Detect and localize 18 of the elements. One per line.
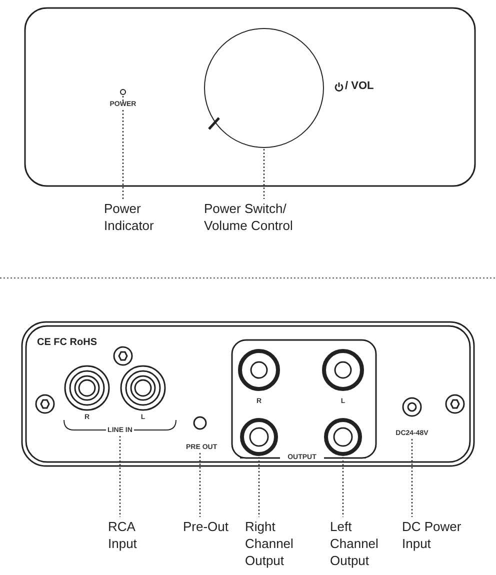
leader-line <box>119 436 121 517</box>
callout-text: Right Channel Output <box>245 518 307 569</box>
callout-text: Power Switch/ Volume Control <box>204 200 324 234</box>
callout-text: Left Channel Output <box>330 518 392 569</box>
callout-text: Power Indicator <box>104 200 184 234</box>
leader-line <box>342 457 344 517</box>
leader-line <box>199 453 201 517</box>
output-jack <box>324 418 362 456</box>
callout-text: DC Power Input <box>402 518 464 552</box>
indicator-light <box>120 89 126 95</box>
volume-knob <box>204 28 324 148</box>
callout-text: RCA Input <box>108 518 152 552</box>
leader-line <box>122 96 124 199</box>
leader-line <box>258 457 260 517</box>
leader-line <box>263 149 265 199</box>
output-jack <box>240 418 278 456</box>
callout-text: Pre-Out <box>183 518 233 535</box>
leader-line <box>411 439 413 517</box>
